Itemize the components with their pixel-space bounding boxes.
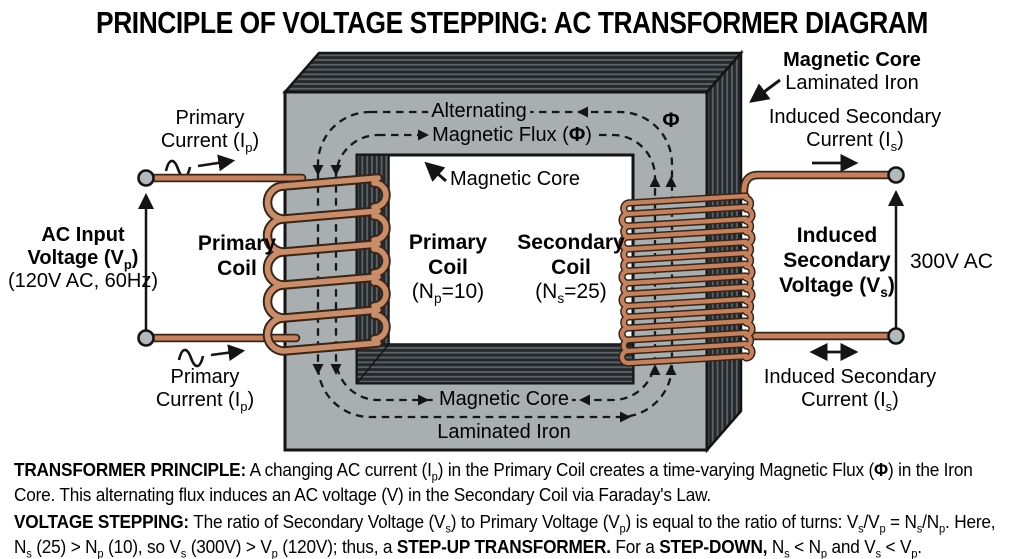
magnetic-core-bottom-label: Magnetic Core <box>435 388 573 410</box>
primary-current-bottom-label: Primary Current (Ip) <box>155 366 255 414</box>
terminal-secondary-top <box>887 166 905 184</box>
magnetic-core-right-pointer <box>749 78 781 103</box>
induced-secondary-current-bottom-label: Induced Secondary Current (Is) <box>763 366 937 414</box>
terminal-primary-bottom <box>137 329 155 347</box>
terminal-secondary-bottom <box>887 327 905 345</box>
magnetic-core-window-label: Magnetic Core <box>450 168 581 190</box>
page-title: PRINCIPLE OF VOLTAGE STEPPING: AC TRANSF… <box>96 5 928 40</box>
primary-current-squiggle-bottom <box>177 348 205 368</box>
transformer-principle-paragraph: TRANSFORMER PRINCIPLE: A changing AC cur… <box>14 459 973 505</box>
alternating-flux-label-line2: Magnetic Flux (Φ) <box>429 124 595 146</box>
terminal-primary-top <box>137 169 155 187</box>
primary-current-arrow-bottom <box>210 344 246 362</box>
core-window-bottom-lamination <box>356 343 634 384</box>
phi-symbol: Φ <box>659 110 683 132</box>
secondary-voltage-value: 300V AC <box>910 250 993 273</box>
core-top-face <box>282 51 744 94</box>
footer-text: TRANSFORMER PRINCIPLE: A changing AC cur… <box>14 458 1013 559</box>
primary-coil-outer-label: Primary Coil <box>197 232 277 280</box>
secondary-coil-window-label: Secondary Coil (Ns=25) <box>517 231 625 307</box>
voltage-stepping-paragraph: VOLTAGE STEPPING: The ratio of Secondary… <box>14 511 996 559</box>
core-window-corner-seam <box>356 343 390 384</box>
laminated-iron-bottom-label: Laminated Iron <box>434 421 574 443</box>
flux-loop-outer <box>316 110 674 419</box>
primary-current-arrow-top <box>197 154 236 172</box>
flux-direction-arrowheads <box>312 106 677 423</box>
magnetic-core-right-label: Magnetic Core Laminated Iron <box>783 49 921 94</box>
circuit-terminals <box>137 166 905 347</box>
alternating-flux-label-line1: Alternating <box>428 100 530 122</box>
magnetic-core-window-pointer <box>424 161 447 183</box>
induced-secondary-current-top-label: Induced Secondary Current (Is) <box>768 106 942 154</box>
primary-coil-window-label: Primary Coil (Np=10) <box>408 231 488 307</box>
induced-secondary-voltage-label: Induced Secondary Voltage (Vs) <box>779 224 895 301</box>
ac-input-voltage-label: AC Input Voltage (Vp) (120V AC, 60Hz) <box>7 224 159 292</box>
primary-current-top-label: Primary Current (Ip) <box>160 107 260 155</box>
